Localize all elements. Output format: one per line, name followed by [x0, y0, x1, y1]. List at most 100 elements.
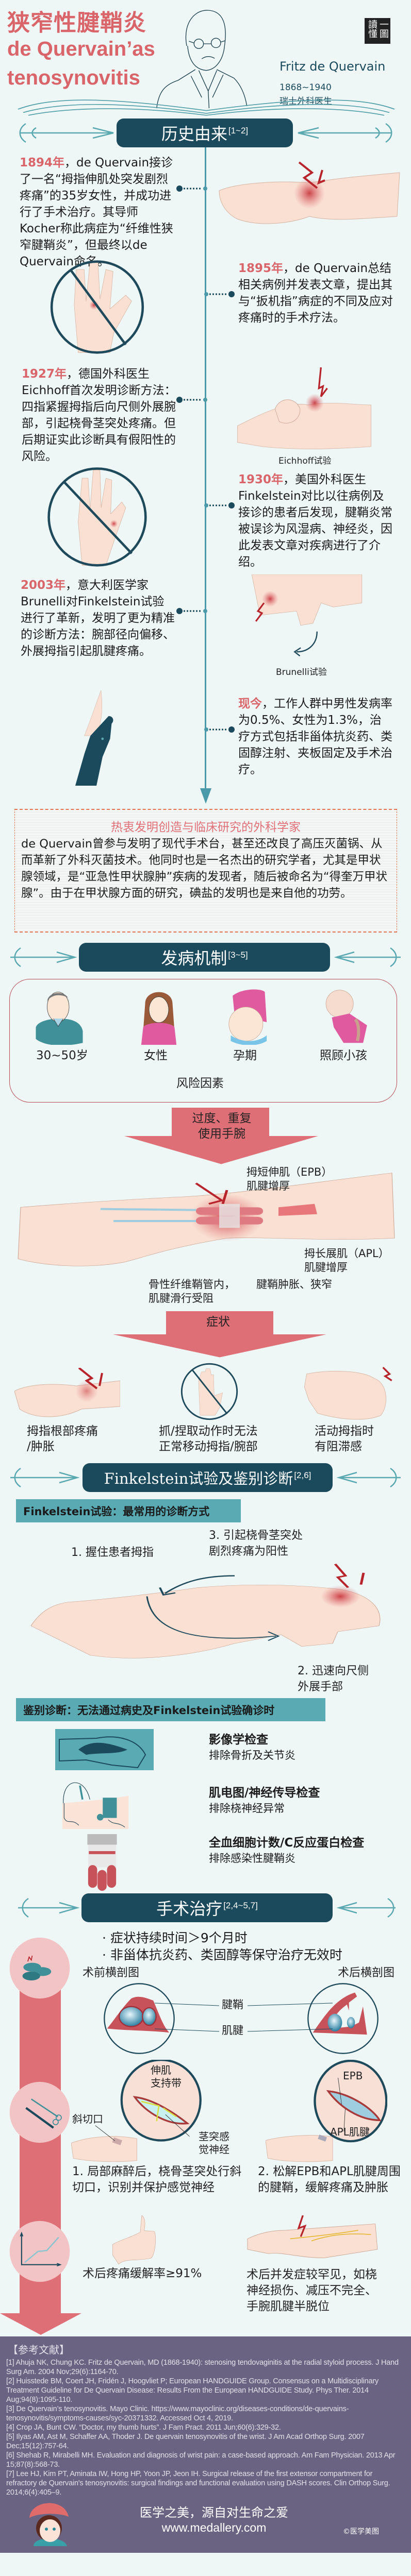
timeline-text: ，de Quervain总结相关病例并发表文章，提出其与“扳机指”病症的不同及应…	[238, 262, 393, 325]
brunelli-caption: Brunelli试验	[276, 667, 327, 677]
incision-illustration	[71, 2060, 202, 2162]
thumb-splint-illustration	[75, 690, 113, 786]
canal-line: 骨性纤维鞘管内，	[149, 1278, 235, 1291]
timeline-text: ，美国外科医生Finkelstein对比以往病例及接诊的患者后发现，腱鞘炎常被误…	[238, 473, 392, 569]
reference-item: [2] Huisstede BM, Coert JH, Fridén J, Ho…	[6, 2377, 379, 2404]
cross-section-leader-lines	[155, 2003, 333, 2032]
cause-arrow-text: 过度、重复使用手腕	[186, 1111, 258, 1142]
finkelstein-label: Finkelstein试验：最常用的诊断方式	[16, 1499, 241, 1522]
finkelstein-step-2: 2. 迅速向尺侧外展手部	[298, 1663, 369, 1695]
header-ornament-right	[298, 123, 392, 143]
nerve-line: 觉神经	[199, 2143, 229, 2156]
cause-arrow	[124, 1108, 318, 1164]
emg-icon	[62, 1782, 129, 1829]
outcome-chart-icon	[9, 2221, 70, 2282]
timeline-entry-1927: 1927年，德国外科医生Eichhoff首次发明诊断方法：四指紧握拇指后向尺侧外…	[22, 366, 176, 465]
symptom-line: 活动拇指时	[315, 1425, 374, 1438]
symptom-arrow	[113, 1311, 326, 1358]
exam-subtitle: 排除感染性腱鞘炎	[209, 1852, 295, 1865]
middle-aged-man-icon	[36, 992, 83, 1045]
timeline-entry-1930: 1930年，美国外科医生Finkelstein对比以往病例及接诊的患者后发现，腱…	[238, 471, 393, 570]
sheath-label: 腱鞘	[222, 1998, 243, 2011]
risk-item: 孕期	[233, 1049, 257, 1062]
epb-line: 拇短伸肌（EPB）	[246, 1166, 333, 1178]
reference-item: [3] De Quervain’s tenosynovitis. Mayo Cl…	[6, 2405, 349, 2422]
wrist-pain-illustration	[219, 161, 400, 224]
differential-diagnosis-label: 鉴别诊断：无法通过病史及Finkelstein试验确诊时	[16, 1698, 325, 1721]
exam-title: 影像学检查	[209, 1733, 268, 1747]
surgery-step-2: 2. 松解EPB和APL肌腱周围的腱鞘，缓解疼痛及肿胀	[258, 2165, 401, 2194]
childcare-icon	[325, 990, 367, 1043]
woman-icon	[141, 992, 177, 1045]
epb-label: 拇短伸肌（EPB）肌腱增厚	[246, 1165, 332, 1193]
section-header-mechanism: 发病机制[3~5]	[79, 943, 330, 972]
section-header-history: 历史由来[1~2]	[117, 118, 293, 147]
header-ornament-left	[18, 1897, 80, 1918]
step-line: 3. 引起桡骨茎突处	[209, 1529, 303, 1542]
exam-subtitle: 排除桡神经异常	[209, 1802, 285, 1815]
blood-tubes-icon	[87, 1834, 117, 1891]
reference-item: [1] Ahuja NK, Chung KC. Fritz de Quervai…	[6, 2359, 399, 2376]
symptom-arrow-text: 症状	[206, 1315, 230, 1329]
post-op-label: 术后横剖图	[338, 1967, 395, 1979]
timeline-connector	[204, 502, 235, 509]
header-ornament-left	[10, 1467, 80, 1488]
thumbs-up-illustration	[112, 2215, 156, 2264]
reference-item: [5] Ilyas AM, Ast M, Schaffer AA, Thoder…	[6, 2433, 365, 2450]
section-ref: [3~5]	[228, 950, 248, 960]
open-hand-prohibited-icon	[47, 467, 147, 567]
retinaculum-line: 伸肌	[151, 2064, 171, 2076]
brunelli-test-illustration	[251, 574, 363, 657]
info-box-body: de Quervain曾参与发明了现代手术台，甚至还改良了高压灭菌锅、从而革新了…	[21, 837, 387, 900]
timeline-connector	[176, 185, 207, 192]
risk-item: 女性	[144, 1049, 168, 1062]
footer-url[interactable]: www.medallery.com	[161, 2521, 267, 2534]
reference-item: [7] Lee HJ, Kim PT, Aminata IW, Hong HP,…	[6, 2470, 390, 2497]
exam-blood: 全血细胞计数/C反应蛋白检查排除感染性腱鞘炎	[209, 1835, 374, 1866]
symptom-1: 拇指根部疼痛/肿胀	[27, 1423, 98, 1454]
indication-item: · 非甾体抗炎药、类固醇等保守治疗无效时	[102, 1947, 342, 1962]
mascot-avatar	[29, 2503, 69, 2546]
finkelstein-test-illustration	[30, 1564, 381, 1658]
exam-subtitle: 排除骨折及关节炎	[209, 1749, 295, 1761]
symptom-line: 正常移动拇指/腕部	[159, 1440, 258, 1453]
timeline-text: ，de Quervain接诊了一名“拇指伸肌处突发剧烈疼痛”的35岁女性，并成功…	[20, 156, 173, 268]
exam-imaging: 影像学检查排除骨折及关节炎	[209, 1732, 295, 1763]
swirl-ornament	[18, 99, 395, 116]
timeline-connector	[204, 291, 235, 297]
timeline-year: 1930年	[238, 473, 284, 486]
apl-line: 拇长展肌（APL）	[304, 1247, 389, 1260]
indication-item: · 症状持续时间＞9个月时	[102, 1930, 248, 1945]
person-name: Fritz de Quervain	[280, 59, 386, 74]
pre-op-cross-section	[104, 1983, 175, 2054]
tendon-label: 肌腱	[222, 2024, 243, 2037]
section-ref: [2,4~5,7]	[223, 1901, 258, 1910]
retinaculum-line: 支持带	[151, 2077, 182, 2089]
risk-item: 照顾小孩	[320, 1049, 367, 1062]
references-list: [1] Ahuja NK, Chung KC. Fritz de Quervai…	[6, 2358, 403, 2497]
eichhoff-caption: Eichhoff试验	[278, 456, 332, 466]
timeline-arrowhead	[200, 788, 211, 804]
finkelstein-step-1: 1. 握住患者拇指	[71, 1546, 154, 1559]
process-arrow-head	[0, 2313, 81, 2335]
exam-title: 全血细胞计数/C反应蛋白检查	[209, 1836, 365, 1850]
portrait-sketch	[156, 10, 248, 108]
retinaculum-label: 伸肌支持带	[151, 2064, 182, 2090]
timeline-entry-1895: 1895年，de Quervain总结相关病例并发表文章，提出其与“扳机指”病症…	[238, 260, 393, 326]
grip-prohibited-icon	[180, 1363, 238, 1420]
info-box-title: 热衷发明创造与临床研究的外科学家	[111, 821, 301, 834]
surgery-step-1: 1. 局部麻醉后，桡骨茎突处行斜切口，识别并保护感觉神经	[72, 2165, 242, 2194]
canal-label: 骨性纤维鞘管内，肌腱滑行受阻	[149, 1278, 235, 1306]
pain-relief-rate: 术后疼痛缓解率≥91%	[83, 2267, 202, 2280]
pregnancy-icon	[228, 989, 267, 1045]
header-ornament-right	[334, 947, 401, 968]
section-ref: [2,6]	[294, 1470, 311, 1480]
timeline-connector	[176, 608, 207, 614]
title-english-1: de Quervain’as	[7, 38, 155, 60]
references-title: 【参考文献】	[8, 2344, 70, 2356]
apl-label: 拇长展肌（APL）肌腱增厚	[304, 1247, 389, 1275]
sensory-nerve-label: 茎突感觉神经	[199, 2130, 229, 2156]
header-ornament-right	[336, 1467, 401, 1488]
risk-factors-label: 风险因素	[176, 1077, 224, 1090]
section-header-surgery: 手术治疗[2,4~5,7]	[81, 1893, 333, 1922]
